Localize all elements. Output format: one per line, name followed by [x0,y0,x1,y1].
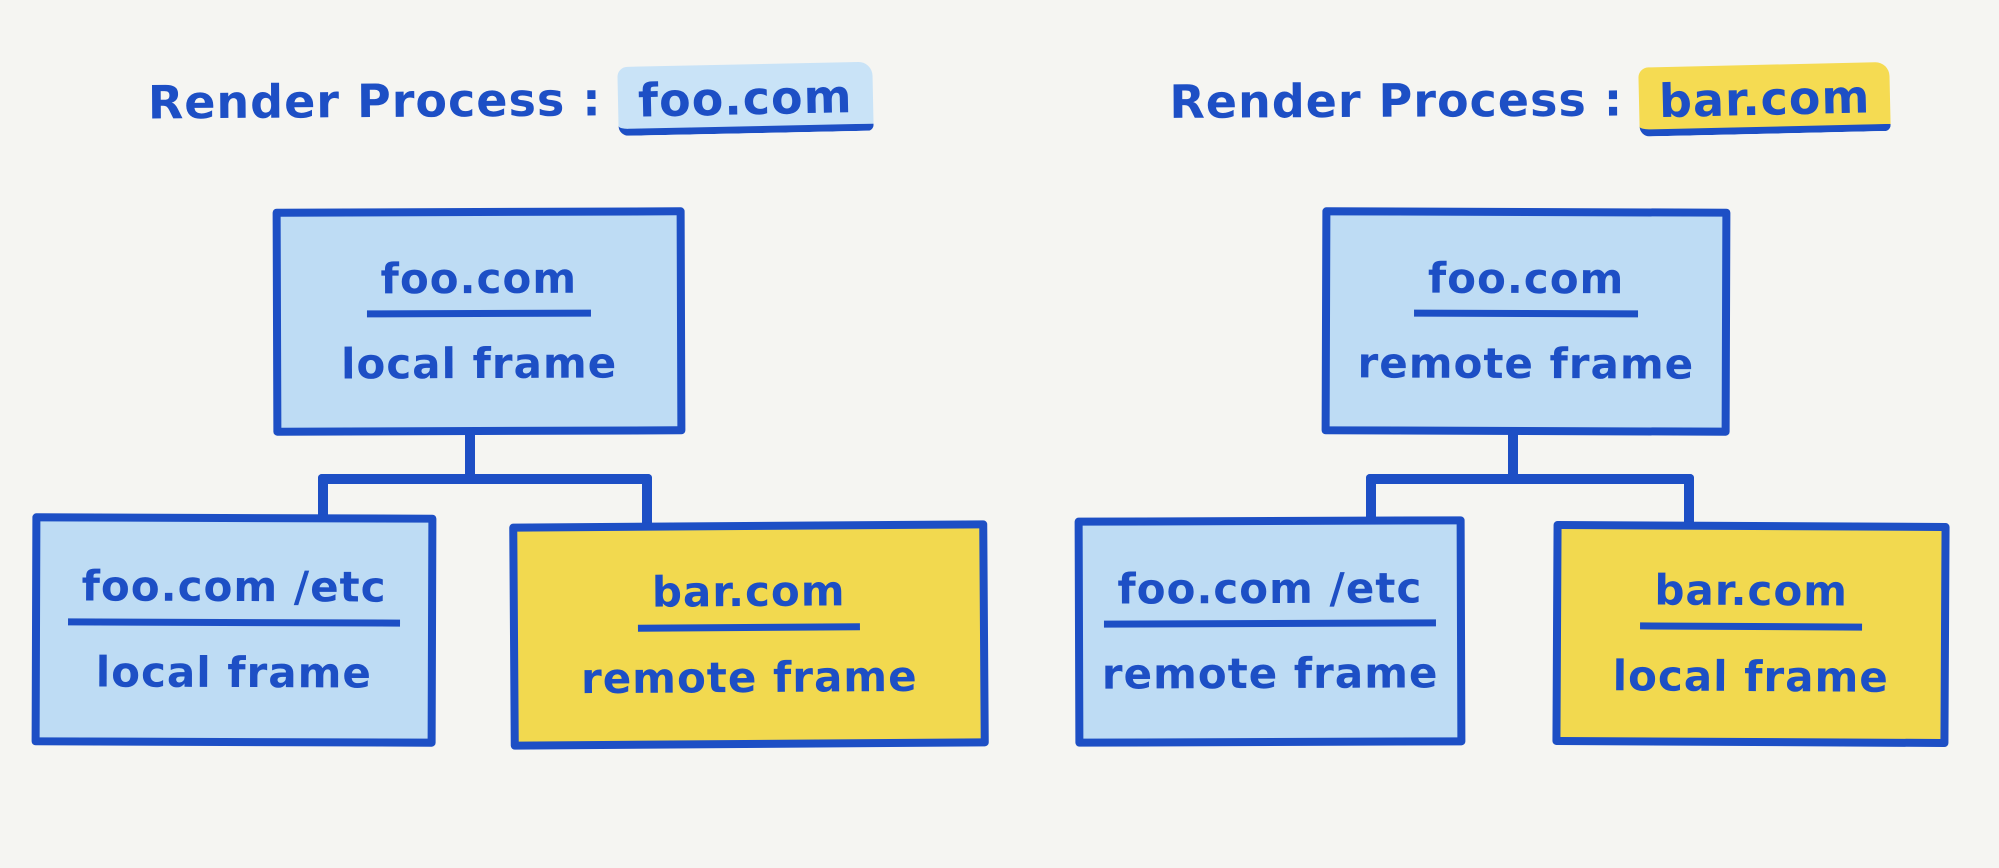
left-title-prefix: Render Process : [147,72,602,130]
node-frame-type: local frame [95,647,372,697]
left-root-node: foo.com local frame [272,207,686,436]
left-title-domain-highlight: foo.com [616,61,873,137]
node-domain: foo.com /etc [1103,563,1437,628]
right-connector-drop-right [1684,474,1694,528]
left-connector-stem [465,430,475,482]
node-frame-type: local frame [1612,650,1889,702]
right-child-node-1: foo.com /etc remote frame [1074,516,1466,747]
right-root-node: foo.com remote frame [1321,207,1731,436]
node-frame-type: remote frame [1357,338,1695,389]
left-connector-bar [318,474,652,484]
node-domain: foo.com /etc [67,562,401,627]
right-title-prefix: Render Process : [1169,72,1624,129]
node-domain: bar.com [637,567,860,632]
node-frame-type: remote frame [580,651,918,703]
node-domain: bar.com [1640,566,1863,631]
right-panel-title: Render Process : bar.com [1080,61,1980,138]
node-domain: foo.com [366,253,592,318]
right-child-node-2: bar.com local frame [1552,520,1950,748]
left-connector-drop-right [642,474,652,528]
left-child-node-2: bar.com remote frame [509,520,989,750]
right-title-domain-highlight: bar.com [1638,61,1892,137]
node-domain: foo.com [1413,253,1639,318]
left-child-node-1: foo.com /etc local frame [31,513,437,747]
left-connector-drop-left [318,474,328,520]
right-connector-drop-left [1366,474,1376,523]
right-connector-stem [1508,430,1518,482]
node-frame-type: remote frame [1101,648,1439,699]
left-panel-title: Render Process : foo.com [40,61,980,139]
right-connector-bar [1366,474,1694,484]
node-frame-type: local frame [341,338,618,389]
